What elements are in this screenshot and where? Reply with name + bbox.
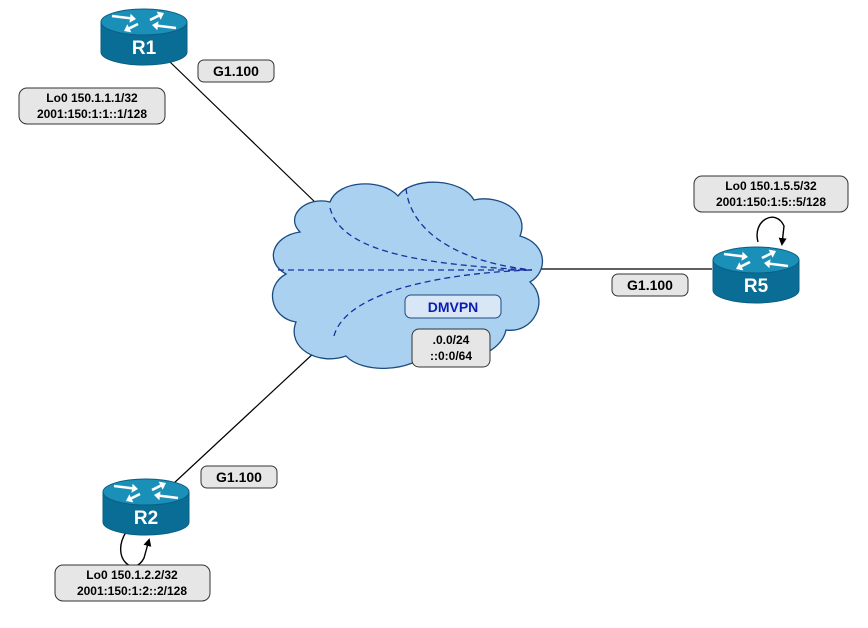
loopback-arrow-r2 [120, 531, 152, 567]
subnet-v6: ::0:0/64 [430, 349, 472, 363]
loopback-r5-ipv4: Lo0 150.1.5.5/32 [725, 179, 817, 193]
interface-r5: G1.100 [627, 277, 673, 293]
arrow-up-icon [151, 481, 166, 492]
subnet-label: .0.0/24 ::0:0/64 [411, 328, 491, 368]
arrow-right-icon [723, 251, 748, 261]
router-top [712, 246, 800, 274]
router-r5[interactable]: R5 [712, 246, 800, 304]
loopback-r1-ipv4: Lo0 150.1.1.1/32 [46, 91, 138, 105]
arrow-right-icon [113, 483, 138, 493]
arrow-down-icon [124, 22, 139, 33]
router-r2[interactable]: R2 [102, 478, 190, 536]
router-name: R5 [744, 276, 769, 297]
arrow-left-icon [154, 491, 179, 501]
loopback-r2-ipv6: 2001:150:1:2::2/128 [77, 584, 187, 598]
arrow-up-icon [149, 11, 164, 22]
router-top [102, 478, 190, 506]
interface-label-r2: G1.100 [200, 465, 278, 489]
router-name: R1 [132, 38, 157, 59]
tunnel-r2 [333, 269, 533, 337]
interface-label-r1: G1.100 [197, 59, 275, 83]
router-name: R2 [134, 508, 158, 529]
interface-label-r5: G1.100 [611, 273, 689, 297]
arrow-left-icon [152, 21, 177, 31]
link-r1-cloud [169, 61, 319, 206]
loopback-r2-ipv4: Lo0 150.1.2.2/32 [86, 568, 178, 582]
dmvpn-name: DMVPN [428, 299, 479, 315]
arrow-down-icon [126, 492, 141, 503]
loopback-label-r1: Lo0 150.1.1.1/32 2001:150:1:1::1/128 [18, 87, 166, 125]
arrow-down-icon [736, 260, 751, 271]
loopback-arrow-r5 [756, 216, 787, 246]
dmvpn-tunnels [278, 187, 533, 337]
arrow-left-icon [764, 259, 789, 269]
loopback-label-r5: Lo0 150.1.5.5/32 2001:150:1:5::5/128 [693, 175, 849, 213]
arrow-right-icon [111, 13, 136, 23]
tunnel-r1 [329, 207, 533, 271]
interface-r1: G1.100 [213, 63, 259, 79]
subnet-v4: .0.0/24 [433, 333, 470, 347]
router-top [100, 8, 188, 36]
link-r2-cloud [172, 337, 331, 485]
router-r1[interactable]: R1 [100, 8, 188, 66]
loopback-r1-ipv6: 2001:150:1:1::1/128 [37, 107, 147, 121]
loopback-label-r2: Lo0 150.1.2.2/32 2001:150:1:2::2/128 [54, 564, 211, 602]
loopback-r5-ipv6: 2001:150:1:5::5/128 [716, 195, 826, 209]
dmvpn-cloud [271, 181, 544, 369]
dmvpn-label: DMVPN [404, 294, 502, 319]
interface-r2: G1.100 [216, 469, 262, 485]
tunnel-top [405, 187, 533, 271]
arrow-up-icon [761, 249, 776, 260]
